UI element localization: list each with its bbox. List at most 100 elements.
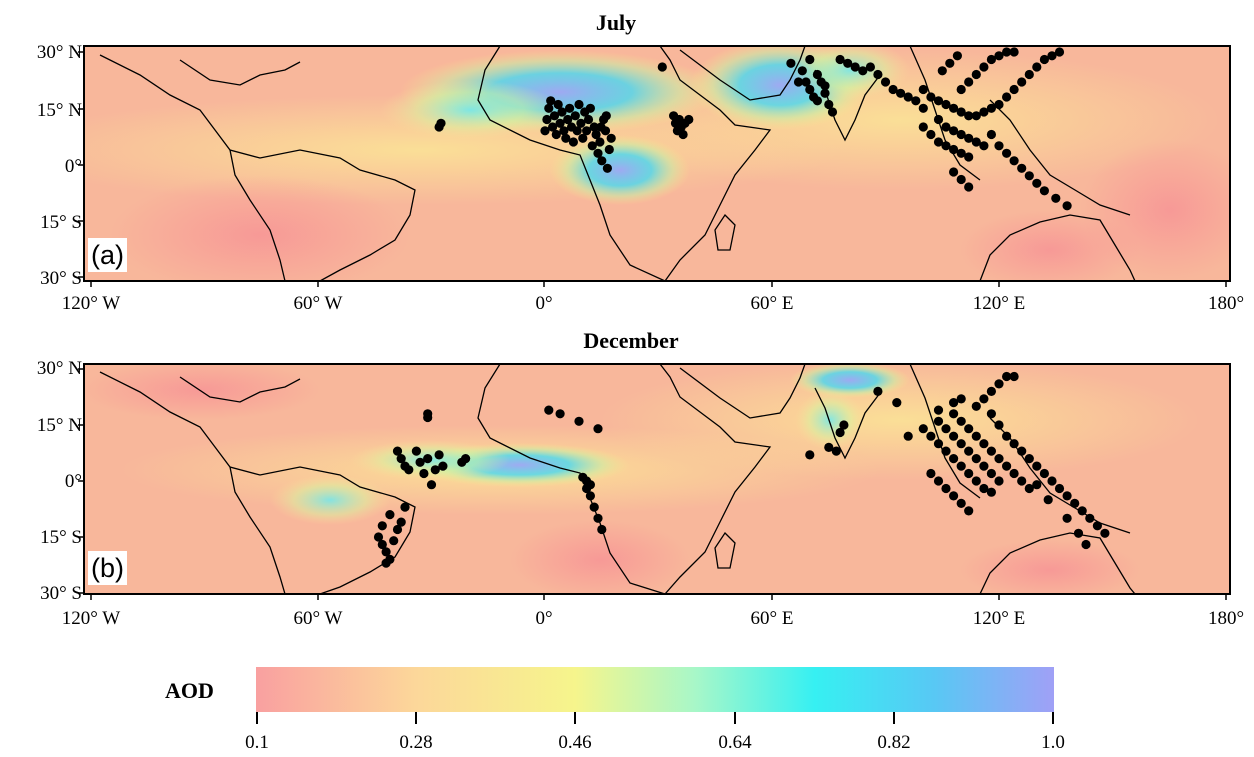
site-marker (1009, 371, 1019, 382)
site-marker (949, 144, 959, 155)
site-marker (964, 468, 974, 479)
site-marker (544, 103, 554, 113)
site-marker (540, 126, 550, 136)
site-marker (926, 468, 936, 479)
site-marker (555, 118, 565, 128)
site-marker (678, 129, 688, 140)
site-marker (926, 92, 936, 102)
site-marker (585, 491, 596, 501)
site-marker (933, 476, 944, 486)
site-marker (986, 103, 997, 113)
site-marker (1032, 461, 1042, 471)
site-marker (546, 96, 556, 106)
site-marker (964, 506, 974, 516)
site-marker (964, 77, 974, 87)
site-marker (824, 99, 834, 110)
site-marker (1009, 468, 1019, 479)
site-marker (964, 182, 974, 192)
site-marker (979, 141, 989, 151)
site-marker (926, 431, 936, 441)
site-marker (392, 446, 403, 456)
site-marker (949, 491, 959, 501)
site-marker (1032, 480, 1042, 490)
site-marker (1017, 476, 1027, 486)
site-marker (574, 416, 584, 426)
site-marker (596, 122, 606, 132)
site-marker (858, 66, 868, 76)
x-tick-label: 180° (1207, 293, 1245, 314)
colorbar-tick-label: 0.28 (399, 732, 433, 753)
site-marker (986, 386, 997, 396)
site-marker (786, 58, 796, 68)
site-marker (396, 517, 406, 527)
july-coastlines (99, 46, 1136, 281)
colorbar-ticks (256, 712, 1054, 724)
x-tick-label: 60° W (293, 608, 343, 629)
site-marker (1039, 54, 1049, 65)
site-marker (561, 133, 571, 143)
site-marker (1024, 171, 1034, 181)
site-marker (1081, 539, 1091, 550)
colorbar-tick-label: 0.64 (718, 732, 752, 753)
site-marker (994, 141, 1004, 151)
site-marker (570, 111, 580, 121)
site-marker (986, 409, 997, 419)
site-marker (404, 465, 414, 475)
site-marker (949, 103, 959, 113)
y-tick-label: 0° (64, 156, 82, 177)
site-marker (1062, 201, 1072, 211)
july-map-field (84, 46, 1230, 281)
site-marker (986, 129, 997, 140)
site-marker (589, 122, 599, 132)
colorbar (256, 667, 1054, 712)
site-marker (385, 509, 395, 520)
site-marker (400, 502, 410, 512)
site-marker (392, 524, 403, 535)
site-marker (820, 88, 830, 98)
site-marker (1077, 506, 1087, 516)
site-marker (949, 454, 959, 464)
site-marker (411, 446, 421, 456)
colorbar-tick-label: 0.1 (245, 732, 269, 753)
site-marker (587, 141, 597, 151)
site-marker (986, 487, 997, 497)
site-marker (956, 174, 966, 185)
site-marker (971, 137, 981, 147)
site-marker (949, 409, 959, 419)
site-marker (377, 539, 387, 550)
site-marker (565, 103, 575, 113)
site-marker (994, 99, 1004, 110)
site-marker (557, 107, 567, 117)
site-marker (933, 96, 944, 106)
site-marker (396, 454, 406, 464)
colorbar-label: AOD (165, 678, 214, 703)
site-marker (1009, 439, 1019, 449)
site-marker (880, 77, 891, 87)
site-marker (1051, 193, 1061, 203)
site-marker (606, 133, 616, 143)
site-marker (582, 126, 592, 136)
site-marker (888, 84, 898, 95)
site-marker (563, 114, 573, 125)
site-marker (595, 137, 605, 147)
site-marker (1024, 454, 1034, 464)
site-marker (956, 394, 966, 404)
site-marker (964, 424, 974, 434)
site-marker (1002, 92, 1012, 102)
site-marker (797, 66, 807, 76)
december-map-field (84, 364, 1230, 594)
site-marker (941, 122, 951, 132)
site-marker (986, 468, 997, 479)
site-marker (964, 111, 974, 121)
site-marker (576, 118, 586, 128)
site-marker (1002, 47, 1012, 57)
panel-tag-b: (b) (88, 551, 127, 585)
y-tick-label: 15° S (40, 527, 82, 548)
site-marker (933, 114, 944, 125)
site-marker (544, 405, 554, 415)
site-marker (589, 502, 599, 512)
site-marker (1002, 461, 1012, 471)
site-marker (1017, 446, 1027, 456)
site-marker (918, 84, 928, 95)
site-marker (805, 54, 815, 65)
